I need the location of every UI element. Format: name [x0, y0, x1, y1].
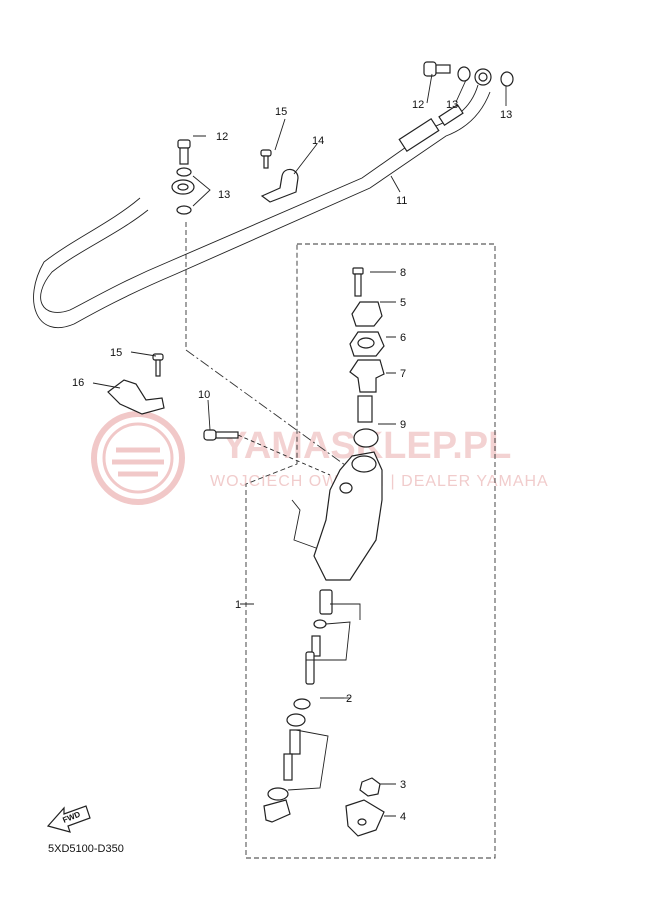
leader-lines: [92, 73, 507, 817]
washer-13-right-b: [500, 71, 514, 87]
callout-13-right: 13: [500, 109, 512, 121]
callout-15-left: 15: [110, 347, 122, 359]
callout-12-left: 12: [216, 131, 228, 143]
leader-hose-path: [185, 349, 346, 466]
hose-guide-16: [107, 353, 165, 415]
callout-2: 2: [346, 693, 352, 705]
banjo-bolt-12-left: [177, 139, 191, 165]
assembly-box-upper: [245, 243, 496, 859]
callout-7: 7: [400, 368, 406, 380]
callout-5: 5: [400, 297, 406, 309]
watermark: YAMASKLEP.PL WOJCIECH OWIECKI | DEALER Y…: [91, 411, 548, 505]
piston-kit-2: [263, 589, 361, 823]
screw-15-top: [260, 149, 272, 169]
callout-16: 16: [72, 377, 84, 389]
fwd-arrow-icon: FWD: [46, 805, 91, 833]
callout-13-mid: 13: [446, 99, 458, 111]
clevis-4: [345, 799, 385, 837]
callout-13-left: 13: [218, 189, 230, 201]
watermark-logo: [91, 411, 185, 505]
callout-11: 11: [396, 195, 407, 207]
washer-13-left-top: [176, 167, 192, 177]
callout-8: 8: [400, 267, 406, 279]
diagram-code: 5XD5100-D350: [48, 843, 124, 855]
callout-12-right: 12: [412, 99, 424, 111]
banjo-bolt-12-right: [423, 61, 451, 77]
hose-clamp-14: [260, 168, 299, 203]
callouts: 1 2 3 4 5 6 7 8 9 10 11 12 12 13 13 13 1…: [72, 99, 512, 823]
callout-3: 3: [400, 779, 406, 791]
master-cylinder-body: [291, 451, 383, 581]
nut-3: [359, 777, 381, 797]
callout-9: 9: [400, 419, 406, 431]
callout-14: 14: [312, 135, 324, 147]
callout-4: 4: [400, 811, 406, 823]
callout-10: 10: [198, 389, 210, 401]
bolt-10: [203, 429, 331, 476]
callout-6: 6: [400, 332, 406, 344]
brake-hose: [33, 68, 492, 329]
callout-1: 1: [235, 599, 241, 611]
callout-15-top: 15: [275, 106, 287, 118]
washer-13-right-a: [457, 66, 471, 82]
reservoir-stack: [349, 267, 385, 448]
washer-13-left-bottom: [176, 205, 192, 215]
